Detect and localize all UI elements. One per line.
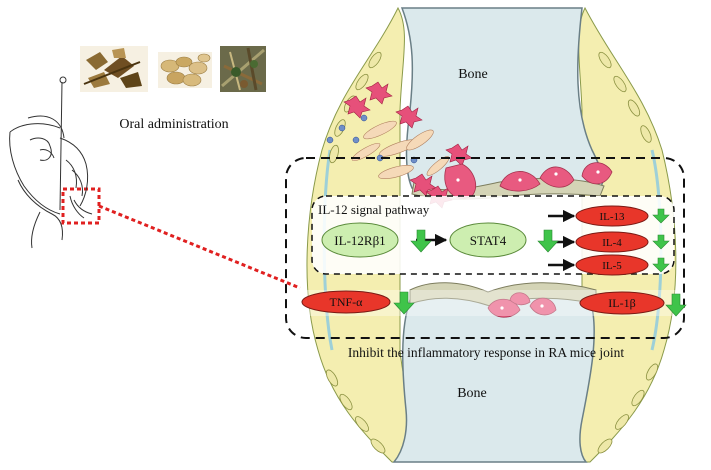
zoom-connector-line	[98, 204, 301, 290]
down-arrow-il12rb1	[410, 229, 432, 253]
herb-image-2	[158, 52, 212, 88]
stat4-node	[449, 222, 527, 258]
down-arrow-il1b	[665, 293, 687, 317]
il4-label: IL-4	[602, 237, 622, 249]
down-arrow-il13	[652, 208, 670, 224]
il5-label: IL-5	[602, 260, 622, 272]
tnfa-node	[301, 290, 391, 314]
il5-node	[575, 254, 649, 276]
outer-dashed-box	[285, 157, 685, 339]
pannus-lesions	[444, 162, 613, 318]
herb-image-3	[220, 46, 266, 92]
il13-node	[575, 205, 649, 227]
oral-administration-label: Oral administration	[119, 117, 228, 132]
mouse-in-hand-illustration	[9, 76, 93, 249]
immune-infiltrate	[326, 81, 473, 209]
stat4-label: STAT4	[470, 233, 507, 248]
down-arrow-stat4	[537, 229, 559, 253]
il12rb1-node	[321, 222, 399, 258]
injection-site-marker	[61, 187, 101, 225]
il13-label: IL-13	[599, 211, 625, 223]
tnfa-label: TNF-α	[330, 295, 364, 309]
bottom-bone	[392, 291, 595, 463]
il1b-node	[579, 291, 665, 315]
down-arrow-tnfa	[393, 291, 415, 315]
bone-bottom-label: Bone	[457, 386, 487, 401]
il1b-label: IL-1β	[608, 296, 635, 310]
herb-image-1	[80, 46, 148, 92]
il12rb1-label: IL-12Rβ1	[334, 233, 385, 248]
down-arrow-il5	[652, 257, 670, 273]
il4-node	[575, 231, 649, 253]
signal-pathway-label: IL-12 signal pathway	[318, 202, 430, 217]
herbal-medicine-images	[80, 46, 266, 92]
caption-label: Inhibit the inflammatory response in RA …	[348, 345, 625, 360]
down-arrow-il4	[652, 234, 670, 250]
bone-top-label: Bone	[458, 67, 488, 82]
